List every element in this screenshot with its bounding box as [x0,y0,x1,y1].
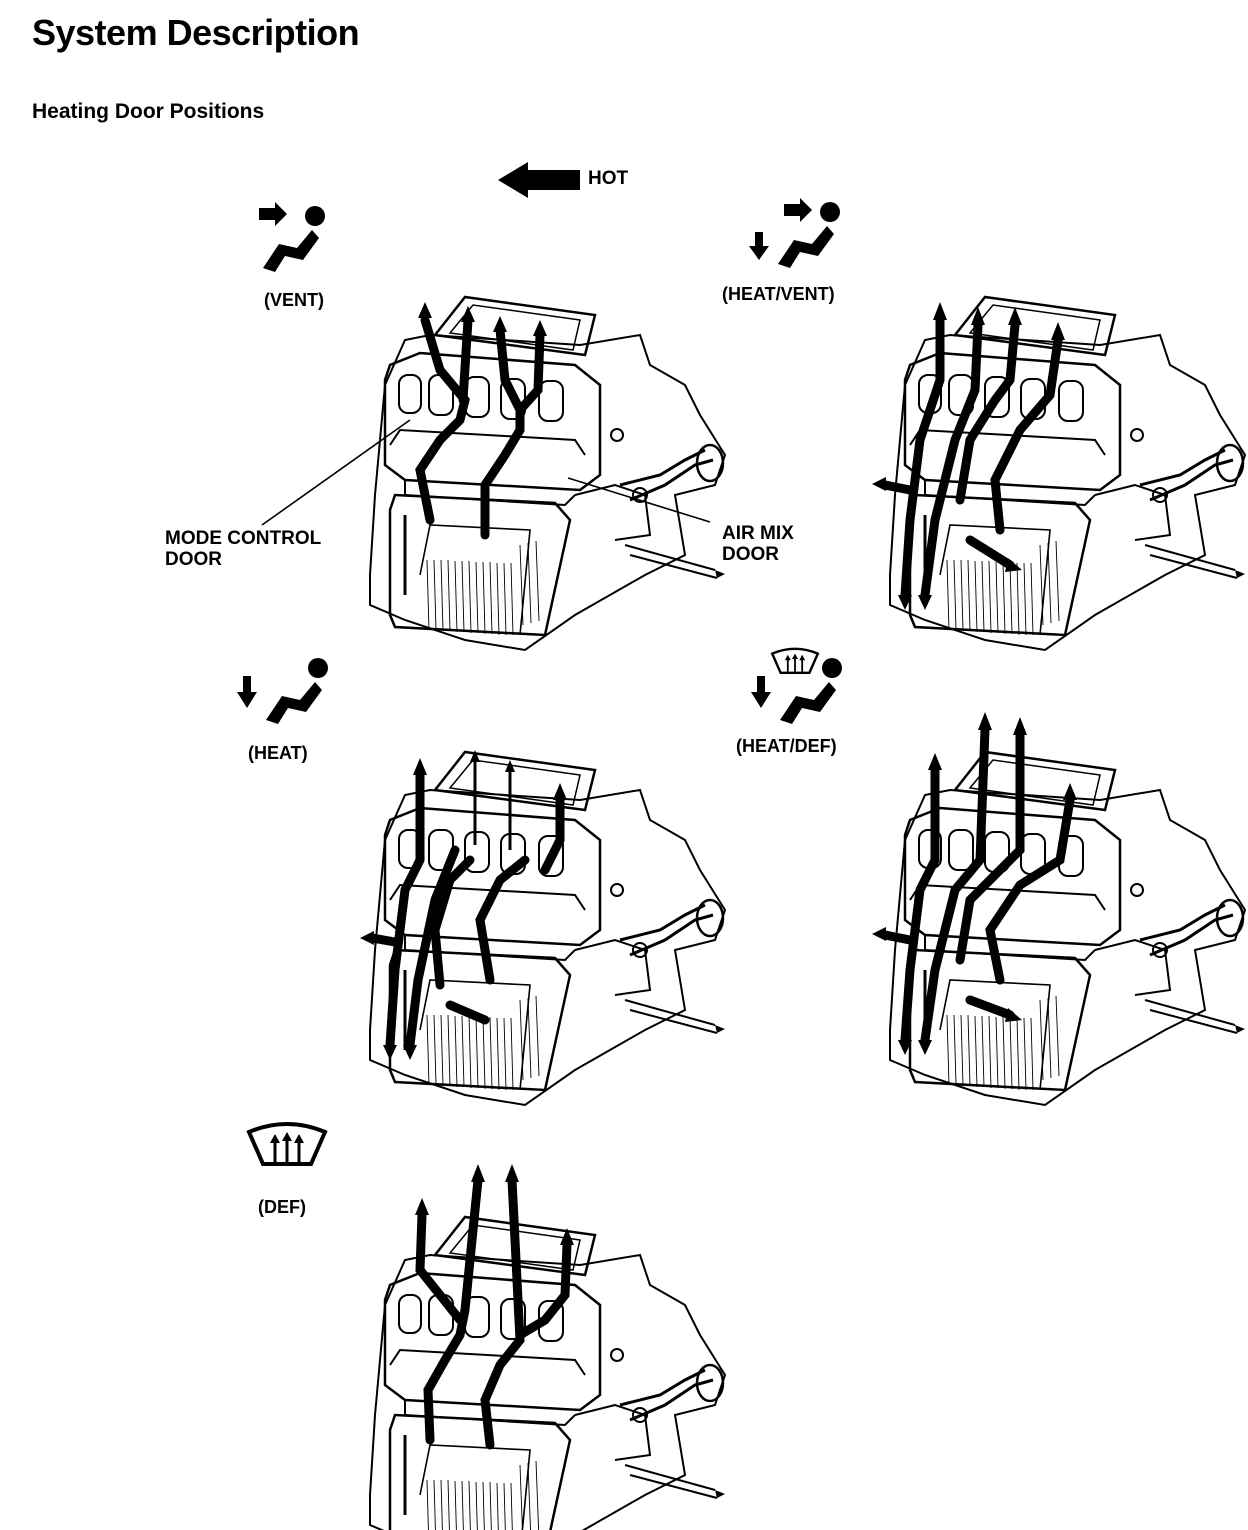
heat-def-person-icon [751,647,842,724]
def-airflow-arrows [415,1175,572,1450]
page-title: System Description [32,12,360,53]
hot-label: HOT [588,168,629,189]
mode-control-door-line-1: MODE CONTROL [165,528,322,549]
mode-label-heat-vent: (HEAT/VENT) [722,284,835,304]
air-mix-door-callout: AIR MIX DOOR [722,523,794,565]
air-mix-door-leader [567,477,711,523]
heat-def-airflow-arrows [880,725,1075,1045]
vent-person-icon [259,202,325,272]
air-mix-door-line-1: AIR MIX [722,523,794,544]
mode-label-vent: (VENT) [264,290,324,310]
air-mix-door-line-2: DOOR [722,544,779,565]
mode-label-heat-def: (HEAT/DEF) [736,736,837,756]
defrost-windshield-icon [247,1122,327,1166]
hot-arrow-icon [498,162,580,198]
heat-airflow-arrows [367,770,565,1050]
mode-control-door-leader [261,419,411,526]
mode-control-door-line-2: DOOR [165,549,222,570]
heat-person-icon [237,658,328,724]
vent-airflow-arrows [415,315,545,540]
mode-label-def: (DEF) [258,1197,306,1217]
mode-label-heat: (HEAT) [248,743,308,763]
heat-vent-person-icon [749,198,840,268]
mode-control-door-callout: MODE CONTROL DOOR [165,528,321,570]
section-subtitle: Heating Door Positions [32,100,265,123]
heat-vent-airflow-arrows [880,315,1063,600]
